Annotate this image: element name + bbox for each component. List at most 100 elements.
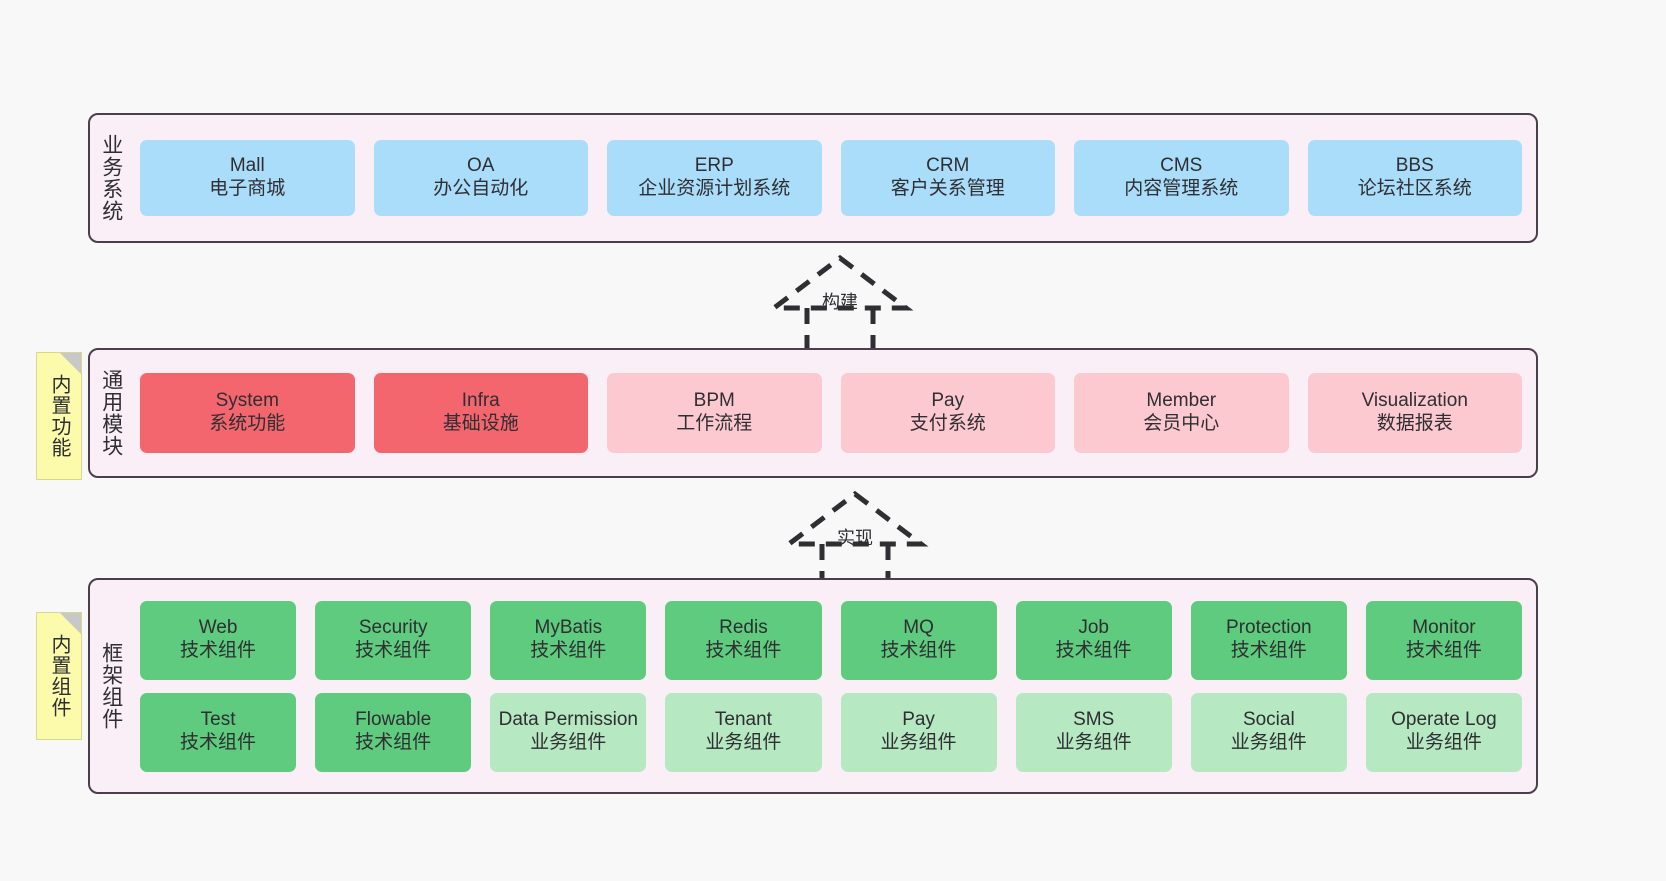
node-visualization[interactable]: Visualization 数据报表 [1307,373,1522,453]
node-subtitle: 技术组件 [880,640,957,661]
node-title: Infra [461,390,500,412]
node-title: Mall [229,155,265,177]
node-mall[interactable]: Mall 电子商城 [140,140,355,216]
node-title: BBS [1395,155,1434,177]
layer-business-system: 业务系统 Mall 电子商城 OA 办公自动化 ERP 企业资源计划系统 CRM… [88,113,1538,243]
node-title: Social [1242,709,1295,731]
node-title: Tenant [714,709,772,731]
node-subtitle: 技术组件 [1405,640,1482,661]
node-subtitle: 业务组件 [1230,732,1307,753]
layer-common-module: 通用模块 System 系统功能 Infra 基础设施 BPM 工作流程 Pay… [88,348,1538,478]
node-tenant[interactable]: Tenant 业务组件 [665,692,822,772]
node-sms[interactable]: SMS 业务组件 [1015,692,1172,772]
node-title: Data Permission [498,709,638,731]
folded-corner-icon [60,353,81,374]
node-subtitle: 技术组件 [355,732,432,753]
node-subtitle: 办公自动化 [433,178,529,199]
node-bbs[interactable]: BBS 论坛社区系统 [1307,140,1522,216]
row: Mall 电子商城 OA 办公自动化 ERP 企业资源计划系统 CRM 客户关系… [140,140,1522,216]
node-title: Flowable [355,709,432,731]
node-title: Monitor [1412,617,1476,639]
row: Test 技术组件 Flowable 技术组件 Data Permission … [140,692,1522,772]
node-web[interactable]: Web 技术组件 [140,600,297,680]
node-title: CMS [1160,155,1203,177]
node-title: Pay [931,390,965,412]
node-protection[interactable]: Protection 技术组件 [1190,600,1347,680]
node-pay-business[interactable]: Pay 业务组件 [840,692,997,772]
note-builtin-function: 内置功能 [36,352,82,480]
node-subtitle: 业务组件 [530,732,607,753]
node-member[interactable]: Member 会员中心 [1074,373,1289,453]
node-subtitle: 业务组件 [1405,732,1482,753]
node-subtitle: 业务组件 [705,732,782,753]
node-subtitle: 技术组件 [705,640,782,661]
layer-body-framework-component: Web 技术组件 Security 技术组件 MyBatis 技术组件 Redi… [132,580,1536,792]
node-title: SMS [1073,709,1115,731]
node-title: Redis [719,617,768,639]
node-subtitle: 支付系统 [909,413,986,434]
node-subtitle: 业务组件 [1055,732,1132,753]
node-data-permission[interactable]: Data Permission 业务组件 [490,692,647,772]
connector-implement: 实现 [770,488,940,590]
layer-title-framework-component: 框架组件 [99,642,123,730]
node-title: CRM [926,155,970,177]
folded-corner-icon [60,613,81,634]
node-security[interactable]: Security 技术组件 [315,600,472,680]
connector-label-build: 构建 [822,292,858,312]
node-title: Job [1078,617,1109,639]
node-title: MQ [903,617,934,639]
node-subtitle: 会员中心 [1143,413,1220,434]
note-label: 内置功能 [48,374,70,458]
node-mq[interactable]: MQ 技术组件 [840,600,997,680]
note-label: 内置组件 [48,634,70,718]
node-erp[interactable]: ERP 企业资源计划系统 [607,140,822,216]
node-operate-log[interactable]: Operate Log 业务组件 [1365,692,1522,772]
node-job[interactable]: Job 技术组件 [1015,600,1172,680]
node-subtitle: 技术组件 [180,732,257,753]
node-infra[interactable]: Infra 基础设施 [373,373,588,453]
node-title: Member [1146,390,1217,412]
note-builtin-component: 内置组件 [36,612,82,740]
node-title: MyBatis [534,617,603,639]
node-subtitle: 数据报表 [1376,413,1453,434]
node-subtitle: 电子商城 [209,178,286,199]
node-system[interactable]: System 系统功能 [140,373,355,453]
node-subtitle: 工作流程 [676,413,753,434]
connector-build: 构建 [755,252,925,354]
node-subtitle: 论坛社区系统 [1357,178,1472,199]
row: System 系统功能 Infra 基础设施 BPM 工作流程 Pay 支付系统… [140,373,1522,453]
node-redis[interactable]: Redis 技术组件 [665,600,822,680]
layer-body-business-system: Mall 电子商城 OA 办公自动化 ERP 企业资源计划系统 CRM 客户关系… [132,115,1536,241]
layer-framework-component: 框架组件 Web 技术组件 Security 技术组件 MyBatis 技术组件… [88,578,1538,794]
node-test[interactable]: Test 技术组件 [140,692,297,772]
node-flowable[interactable]: Flowable 技术组件 [315,692,472,772]
node-crm[interactable]: CRM 客户关系管理 [840,140,1055,216]
layer-title-business-system: 业务系统 [99,134,123,222]
node-pay[interactable]: Pay 支付系统 [840,373,1055,453]
node-subtitle: 技术组件 [355,640,432,661]
node-title: Web [198,617,238,639]
node-subtitle: 业务组件 [880,732,957,753]
node-subtitle: 基础设施 [442,413,519,434]
node-title: Operate Log [1391,709,1497,731]
node-subtitle: 内容管理系统 [1124,178,1239,199]
node-social[interactable]: Social 业务组件 [1190,692,1347,772]
node-subtitle: 技术组件 [530,640,607,661]
node-bpm[interactable]: BPM 工作流程 [607,373,822,453]
node-title: Pay [902,709,935,731]
node-title: Protection [1226,617,1312,639]
row: Web 技术组件 Security 技术组件 MyBatis 技术组件 Redi… [140,600,1522,680]
node-subtitle: 技术组件 [180,640,257,661]
node-title: ERP [694,155,734,177]
node-mybatis[interactable]: MyBatis 技术组件 [490,600,647,680]
node-subtitle: 技术组件 [1055,640,1132,661]
node-subtitle: 技术组件 [1230,640,1307,661]
node-subtitle: 客户关系管理 [890,178,1005,199]
node-oa[interactable]: OA 办公自动化 [373,140,588,216]
node-title: Test [200,709,236,731]
connector-label-implement: 实现 [837,528,873,548]
node-cms[interactable]: CMS 内容管理系统 [1074,140,1289,216]
node-title: Security [358,617,428,639]
node-monitor[interactable]: Monitor 技术组件 [1365,600,1522,680]
